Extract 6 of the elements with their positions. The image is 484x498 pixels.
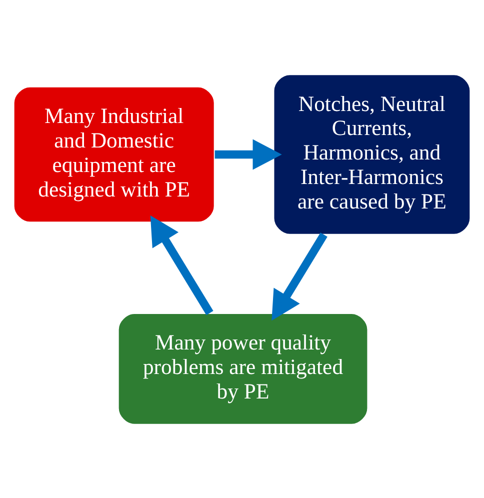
node-box: Notches, Neutral Currents, Harmonics, and Inter-Harmonics are caused by PE xyxy=(272,73,472,235)
arrow xyxy=(214,138,282,170)
arrow xyxy=(272,232,328,320)
node-box: Many power quality problems are mitigated by PE xyxy=(117,312,369,425)
node-box: Many Industrial and Domestic equipment are designed with PE xyxy=(12,85,216,223)
arrow xyxy=(150,214,214,315)
